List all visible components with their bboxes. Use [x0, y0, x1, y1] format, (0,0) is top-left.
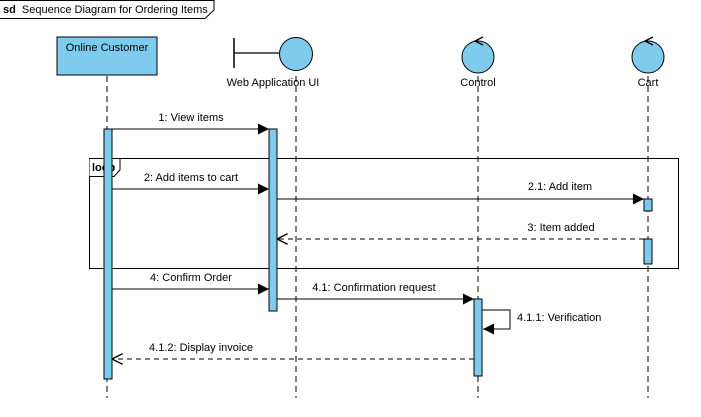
message-confirm-order: 4: Confirm Order	[150, 272, 232, 284]
message-add-items-to-cart: 2: Add items to cart	[144, 172, 238, 184]
control-icon	[631, 40, 665, 74]
frame-title: Sequence Diagram for Ordering Items	[22, 4, 208, 16]
participant-cart-label: Cart	[638, 77, 659, 89]
control-icon	[461, 40, 495, 74]
message-verification-arrow	[482, 309, 511, 335]
message-add-item: 2.1: Add item	[528, 181, 592, 193]
diagram-frame-tab: sd Sequence Diagram for Ordering Items	[0, 0, 215, 19]
message-item-added: 3: Item added	[527, 222, 594, 234]
participant-online-customer: Online Customer	[56, 36, 158, 76]
frame-keyword: sd	[3, 4, 16, 16]
message-verification: 4.1.1: Verification	[517, 312, 601, 324]
activation-control	[473, 298, 483, 377]
participant-web-application-ui-label: Web Application UI	[227, 77, 320, 89]
participant-web-application-ui: Web Application UI	[227, 37, 320, 89]
svg-text:sd Sequence Diagram for: sd Sequence Diagram for Ordering Items	[3, 4, 208, 16]
activation-cart-1	[643, 198, 653, 212]
message-confirmation-request: 4.1: Confirmation request	[312, 282, 436, 294]
activation-online-customer	[103, 128, 113, 380]
activation-web-application-ui	[268, 128, 278, 312]
participant-control-label: Control	[460, 77, 495, 89]
participant-control: Control	[460, 36, 496, 89]
participant-cart: Cart	[631, 36, 665, 89]
message-display-invoice: 4.1.2: Display invoice	[149, 342, 253, 354]
activation-cart-2	[643, 238, 653, 265]
message-view-items: 1: View items	[158, 112, 224, 124]
participant-online-customer-label: Online Customer	[66, 42, 149, 54]
